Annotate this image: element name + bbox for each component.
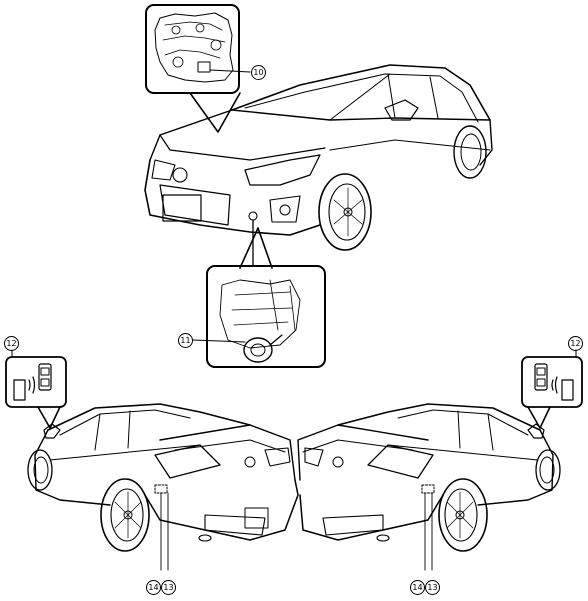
horn-inset bbox=[192, 265, 326, 368]
rear-car-right bbox=[297, 403, 561, 571]
rear-car-left bbox=[27, 403, 299, 571]
callout-key-right-number: 12 bbox=[568, 336, 583, 351]
callout-engine-sensor-number: 10 bbox=[251, 65, 266, 80]
callout-rear-right-b: 13 bbox=[425, 580, 440, 595]
callout-horn: 11 bbox=[178, 333, 193, 348]
callout-key-left: 12 bbox=[4, 336, 19, 351]
key-inset-left bbox=[5, 349, 67, 429]
callout-engine-sensor: 10 bbox=[251, 65, 266, 80]
key-inset-right bbox=[521, 349, 583, 429]
callout-rear-left-a: 14 bbox=[146, 580, 161, 595]
callout-key-left-number: 12 bbox=[4, 336, 19, 351]
callout-rear-left-b: 13 bbox=[161, 580, 176, 595]
callout-horn-number: 11 bbox=[178, 333, 193, 348]
callout-rear-right-a: 14 bbox=[410, 580, 425, 595]
callout-key-right: 12 bbox=[568, 336, 583, 351]
front-car bbox=[144, 64, 493, 269]
engine-inset bbox=[145, 4, 251, 133]
